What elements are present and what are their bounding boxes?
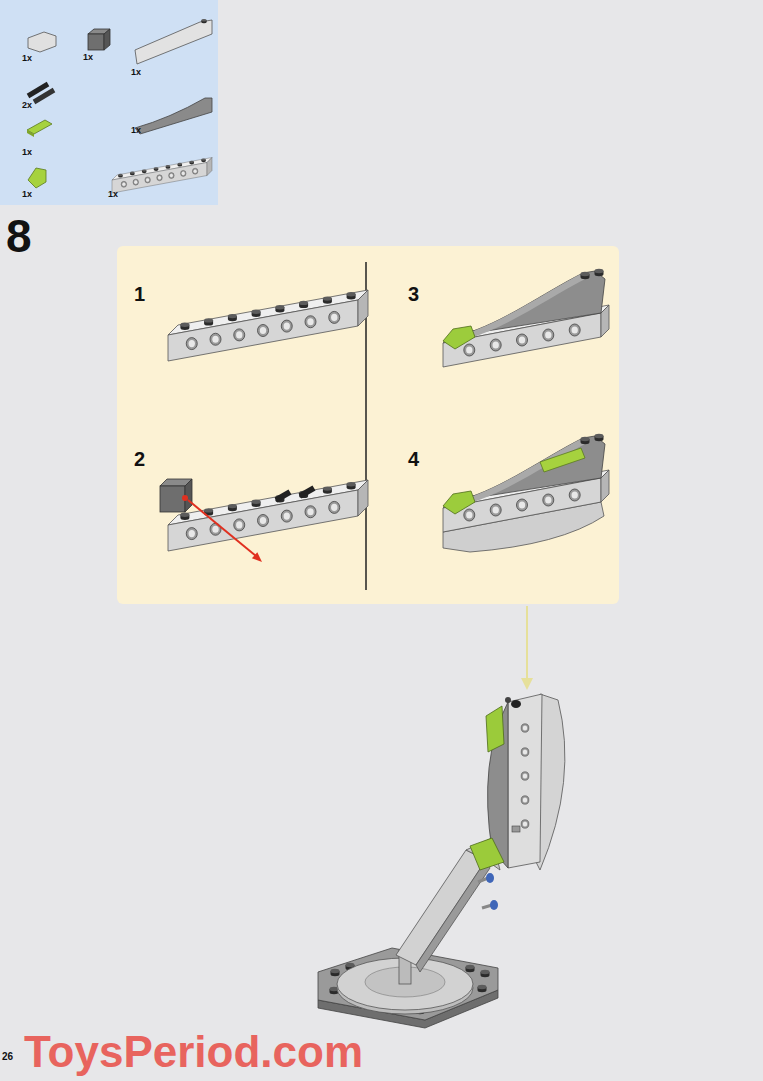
step-2-art-shape (252, 552, 262, 562)
step-3-art-shape (443, 269, 609, 367)
parts-list-art-shape (28, 168, 46, 188)
part-quantity: 1x (22, 190, 32, 199)
parts-list-art-shape (34, 90, 54, 102)
parts-list-art (27, 19, 212, 193)
step-2-art-shape (160, 486, 185, 512)
placement-arrow-shape (521, 678, 533, 690)
part-quantity: 1x (131, 126, 141, 135)
step-4-art-shape (540, 448, 585, 472)
parts-list-art-shape (201, 19, 206, 23)
parts-list-art-shape (27, 120, 52, 134)
model-art-shape (486, 706, 504, 752)
model-art-shape (521, 724, 529, 732)
model-art-shape (511, 700, 521, 708)
step-2-art-shape (182, 495, 188, 501)
model-art-shape (521, 796, 529, 804)
step-4-art-shape (443, 434, 609, 532)
step-2-art-shape (168, 480, 368, 551)
model-art-shape (478, 985, 487, 992)
parts-list-art-shape (112, 158, 212, 194)
step-2-art-shape (300, 488, 314, 496)
watermark: ToysPeriod.com (24, 1030, 363, 1074)
model-art-shape (481, 970, 490, 977)
parts-list-art-shape (28, 32, 56, 52)
part-quantity: 1x (22, 148, 32, 157)
model-art-shape (470, 838, 504, 870)
sub-step-number: 1 (134, 284, 145, 304)
sub-step-number: 4 (408, 449, 419, 469)
model-art-shape (508, 694, 542, 868)
step-2-art-shape (276, 492, 290, 500)
part-quantity: 1x (83, 53, 93, 62)
step-panel-fill (117, 246, 619, 604)
parts-list-art-shape (27, 130, 34, 137)
model-art-shape (331, 969, 340, 976)
model-art-shape (512, 826, 520, 832)
part-quantity: 1x (131, 68, 141, 77)
step-2-art-shape (188, 500, 256, 556)
parts-list-panel: 1x 1x 1x 2x 1x 1x 1x 1x (0, 0, 218, 205)
step-1-art-shape (168, 290, 368, 361)
parts-list-art-shape (135, 98, 212, 134)
placement-arrow-shape (526, 606, 528, 680)
step-1-art (168, 290, 368, 361)
step-2-art (160, 479, 368, 562)
part-quantity: 1x (22, 54, 32, 63)
page-number: 26 (2, 1052, 13, 1062)
parts-list-art-shape (104, 29, 110, 50)
part-quantity: 1x (108, 190, 118, 199)
part-quantity: 2x (22, 101, 32, 110)
model-art-shape (521, 772, 529, 780)
model-art-shape (466, 965, 475, 972)
model-art (318, 694, 565, 1028)
step-3-art (443, 269, 609, 367)
parts-panel-fill (0, 0, 218, 205)
step-number: 8 (6, 213, 32, 259)
model-art-shape (416, 860, 490, 972)
model-art-shape (396, 850, 486, 965)
model-art-shape (521, 748, 529, 756)
model-art-shape (521, 820, 529, 828)
model-art-shape (486, 873, 494, 883)
step-4-art (443, 434, 609, 552)
placement-arrow (521, 606, 533, 690)
parts-list-art-shape (135, 20, 212, 64)
sub-step-number: 2 (134, 449, 145, 469)
sub-step-number: 3 (408, 284, 419, 304)
model-art-shape (505, 697, 511, 703)
parts-list-art-shape (88, 34, 104, 50)
sub-step-panel: 1 2 3 4 (117, 246, 619, 604)
model-art-shape (490, 900, 498, 910)
